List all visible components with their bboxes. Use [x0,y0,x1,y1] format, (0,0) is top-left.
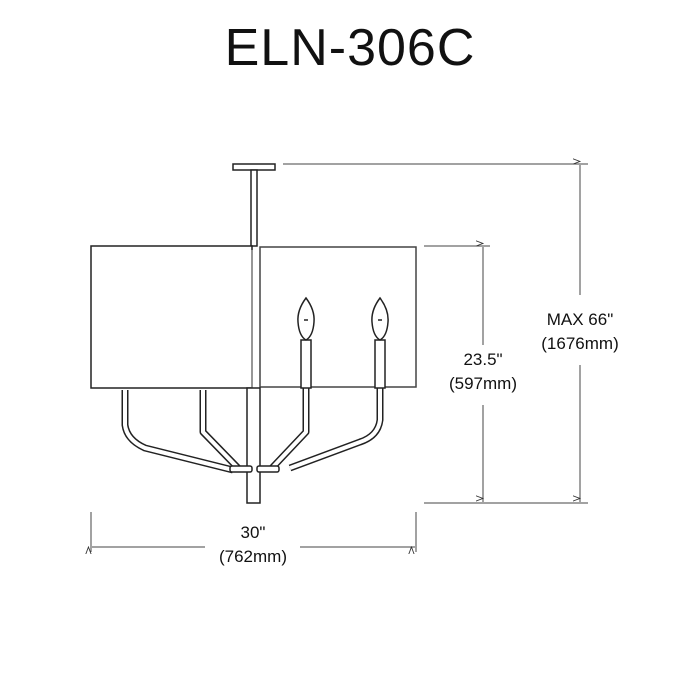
shade-height-imperial: 23.5" [463,350,503,369]
candle-sleeve [374,339,386,389]
bulb-icon [297,296,315,341]
max-height-imperial: MAX 66" [546,310,614,329]
shade-left [90,245,253,389]
max-height-label: MAX 66" (1676mm) [520,308,640,356]
canopy [232,163,276,171]
width-label: 30" (762mm) [203,521,303,569]
hub-right [256,465,280,473]
model-title: ELN-306C [224,19,476,77]
candle-sleeve [300,339,312,389]
stem [250,169,258,247]
width-metric: (762mm) [218,547,287,566]
shade-height-label: 23.5" (597mm) [428,348,538,396]
max-height-metric: (1676mm) [541,334,619,353]
center-rod [246,387,261,504]
dimension-lines [91,164,588,552]
hub-left [229,465,253,473]
bulb-icon [371,296,389,341]
arms [121,388,384,474]
shade-height-metric: (597mm) [448,374,517,393]
shade-right [259,246,417,388]
width-imperial: 30" [240,523,266,542]
